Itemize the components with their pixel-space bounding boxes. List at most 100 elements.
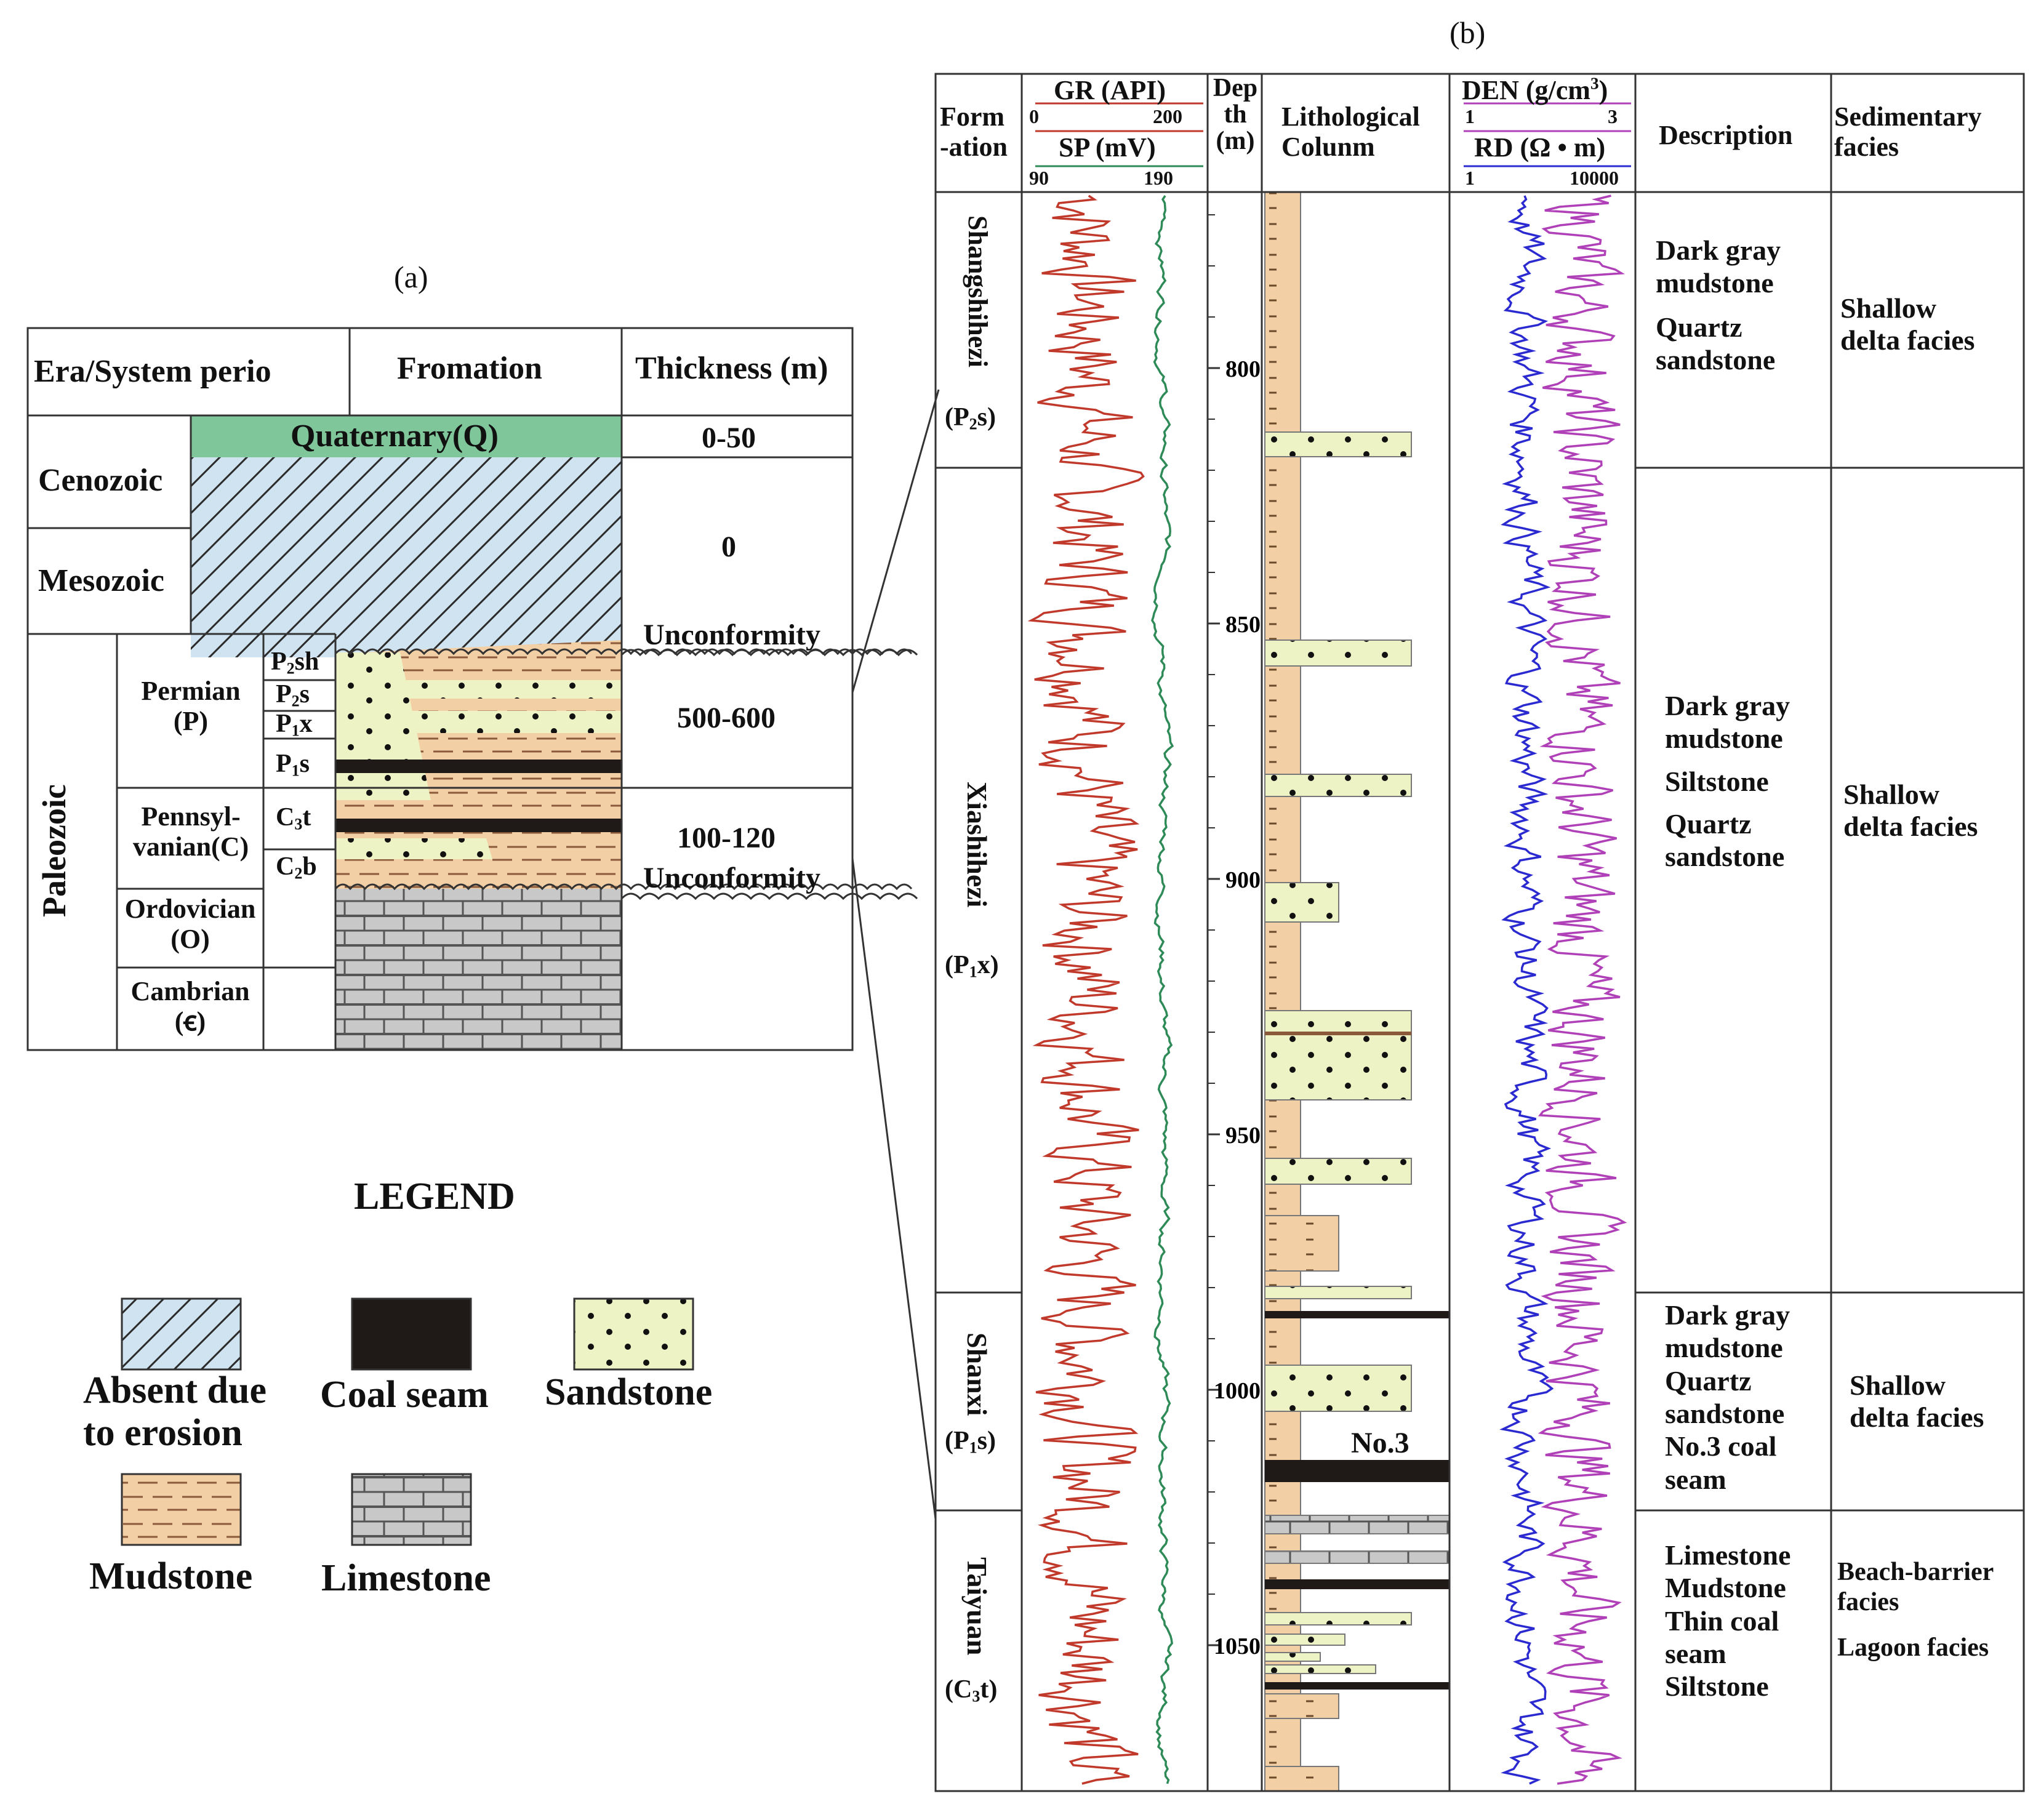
- desc-1-line: Quartz: [1665, 808, 1752, 840]
- p2sh-b: sh: [294, 647, 319, 676]
- c2b-sand-lens: [335, 838, 492, 859]
- system-ordovician: Ordovician (O): [118, 894, 262, 955]
- thickness-carboniferous: 100-120: [677, 822, 776, 854]
- legend-erosion-line1: Absent due: [83, 1369, 267, 1411]
- header-formation-line2: -ation: [940, 132, 1008, 162]
- p1s-b: s: [299, 750, 310, 778]
- legend-sandstone-swatch: [573, 1297, 694, 1371]
- litho-coal-2: [1265, 1579, 1450, 1589]
- desc-0-line: Dark gray: [1656, 235, 1781, 266]
- formation-xiashihezi-code: (P1x): [945, 951, 999, 980]
- depth-tick-label: 850: [1225, 612, 1261, 638]
- coal-no3-label: No.3: [1351, 1427, 1409, 1459]
- facies-xiashihezi: Shallow delta facies: [1843, 779, 1978, 842]
- system-quaternary: Quaternary(Q): [291, 419, 499, 454]
- panel-a-stratigraphy-table: [26, 327, 940, 1520]
- legend-swatches: [121, 1297, 694, 1546]
- formation-c2b: C2b: [276, 852, 317, 881]
- desc-3-line: Limestone: [1665, 1539, 1791, 1571]
- litho-sand-4: [1264, 1010, 1412, 1100]
- header-description: Description: [1659, 120, 1793, 150]
- litho-silt-2: [1264, 1215, 1339, 1272]
- header-facies: Sedimentary facies: [1834, 102, 1982, 162]
- header-thickness: Thickness (m): [635, 351, 828, 386]
- legend-erosion-swatch: [121, 1297, 242, 1371]
- header-formation-line1: Form: [940, 102, 1005, 132]
- litho-silt-8: [1264, 1766, 1339, 1792]
- litho-sand-2: [1264, 639, 1412, 667]
- facies-0-line: delta facies: [1840, 324, 1975, 356]
- p2s-b: s: [299, 680, 310, 708]
- litho-coal-no3: [1265, 1460, 1450, 1482]
- ordovician-line1: Ordovician: [124, 894, 256, 924]
- c2b-sub: 2: [294, 864, 303, 883]
- ordovician-line2: (O): [170, 924, 210, 955]
- c3t-sub: 3: [294, 815, 303, 833]
- unconformity-top-label: Unconformity: [643, 619, 820, 651]
- header-formation-b: Form -ation: [940, 102, 1008, 162]
- formation-c3t: C3t: [276, 803, 311, 832]
- desc-2-line: seam: [1665, 1463, 1726, 1495]
- shangshihezi-code-a: (P: [945, 403, 969, 431]
- header-gr-min: 0: [1029, 105, 1039, 127]
- litho-silt-7: [1264, 1693, 1339, 1719]
- desc-1-line: sandstone: [1665, 841, 1785, 873]
- right-unconformity-wave-top: [620, 649, 918, 657]
- legend-erosion-line2: to erosion: [83, 1412, 243, 1454]
- header-rd-max: 10000: [1570, 167, 1619, 189]
- facies-0-line: Shallow: [1840, 292, 1936, 324]
- header-litho-line2: Colunm: [1281, 132, 1375, 162]
- header-formation: Fromation: [397, 351, 542, 386]
- formation-shanxi-code: (P1s): [945, 1427, 996, 1456]
- litho-sand-1: [1264, 431, 1412, 457]
- header-facies-line2: facies: [1834, 132, 1899, 162]
- c3t-a: C: [276, 803, 295, 832]
- taiyuan-code-a: (C: [945, 1675, 972, 1704]
- ordovician-limestone: [335, 889, 622, 1050]
- desc-3-line: Siltstone: [1665, 1670, 1769, 1702]
- era-cenozoic: Cenozoic: [38, 463, 163, 498]
- formation-shanxi-name: Shanxi: [961, 1333, 993, 1416]
- header-sp-min: 90: [1029, 167, 1049, 189]
- depth-tick-label: 1050: [1214, 1634, 1261, 1659]
- desc-3-line: Mudstone: [1665, 1572, 1786, 1604]
- unconformity-bottom-label: Unconformity: [643, 862, 820, 894]
- litho-coal-3: [1265, 1682, 1450, 1690]
- depth-tick-label: 900: [1225, 867, 1261, 893]
- desc-0-line: Quartz: [1656, 311, 1742, 343]
- header-sp-title: SP (mV): [1059, 132, 1156, 162]
- pennsylvanian-line2: vanian(C): [132, 832, 249, 862]
- cambrian-line1: Cambrian: [130, 976, 250, 1006]
- pennsylvanian-coal-seam: [335, 819, 622, 832]
- facies-shanxi: Shallow delta facies: [1850, 1369, 1984, 1433]
- shangshihezi-code-b: s): [977, 403, 996, 431]
- era-mesozoic: Mesozoic: [38, 563, 165, 598]
- header-gr-max: 200: [1153, 105, 1182, 127]
- sp-curve: [1151, 195, 1174, 1784]
- desc-2-line: Dark gray: [1665, 1299, 1790, 1331]
- c2b-b: b: [302, 852, 317, 881]
- litho-lime-1: [1264, 1515, 1450, 1534]
- permian-line1: Permian: [141, 676, 241, 706]
- p2s-sub: 2: [291, 692, 300, 710]
- thickness-mesozoic: 0: [721, 531, 736, 563]
- header-depth-line3: (m): [1216, 126, 1255, 155]
- erosion-area: [191, 457, 622, 657]
- formation-taiyuan-name: Taiyuan: [961, 1557, 993, 1656]
- facies-3-line: Beach-barrier: [1837, 1558, 1994, 1586]
- taiyuan-code-b: t): [980, 1675, 998, 1704]
- desc-2-line: sandstone: [1665, 1398, 1785, 1430]
- thickness-permian: 500-600: [677, 702, 776, 734]
- c2b-a: C: [276, 852, 295, 881]
- depth-tick-label: 950: [1225, 1123, 1261, 1149]
- lower-unconformity-line: [334, 883, 913, 891]
- shanxi-code-a: (P: [945, 1427, 969, 1455]
- header-litho-line1: Lithological: [1281, 102, 1420, 132]
- p2s-sand-band: [335, 680, 622, 699]
- cambrian-line2: (ꞓ): [174, 1006, 206, 1037]
- header-facies-line1: Sedimentary: [1834, 102, 1982, 132]
- shangshihezi-code-sub: 2: [969, 415, 977, 433]
- formation-p2sh: P2sh: [271, 647, 319, 676]
